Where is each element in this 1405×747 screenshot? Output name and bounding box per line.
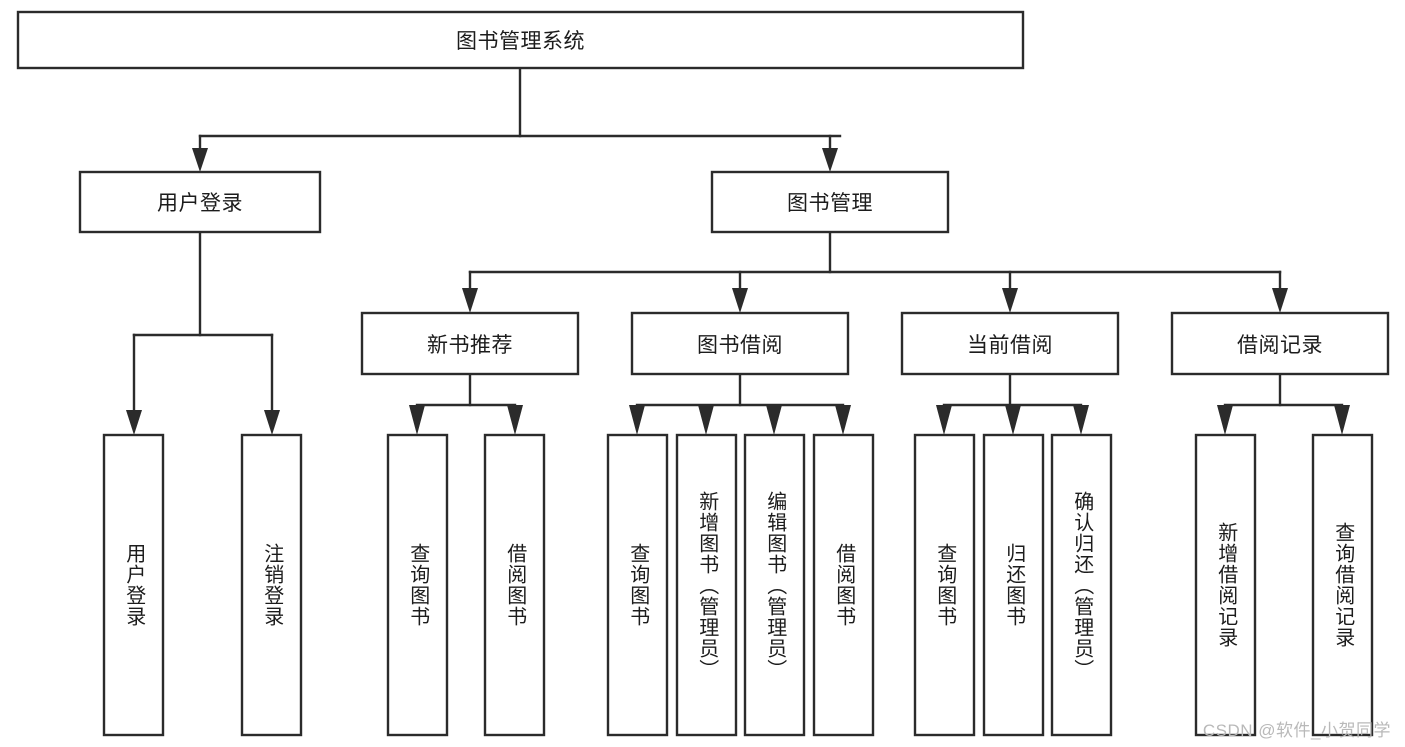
node-box-new-book-rec[interactable]	[360, 311, 580, 376]
node-box-book-manage[interactable]	[710, 170, 950, 234]
connector-group-book-borrow	[629, 372, 851, 435]
connector-group-borrow-record	[1217, 372, 1350, 435]
arrowhead-leaf-confirm-return	[1073, 405, 1089, 435]
node-box-leaf-edit-book[interactable]	[743, 433, 806, 737]
node-box-leaf-query-book-3[interactable]	[913, 433, 976, 737]
arrowhead-new-book-rec	[462, 288, 478, 313]
connector-group-new-book-rec	[409, 372, 523, 435]
connector-group-book-manage	[462, 230, 1288, 313]
node-box-book-borrow[interactable]	[630, 311, 850, 376]
node-box-leaf-query-record[interactable]	[1311, 433, 1374, 737]
arrowhead-leaf-borrow-book-2	[835, 405, 851, 435]
node-box-user-login[interactable]	[78, 170, 322, 234]
arrowhead-leaf-query-book-3	[936, 405, 952, 435]
csdn-watermark: CSDN @软件_小贺同学	[1202, 721, 1391, 740]
node-box-leaf-borrow-book-2[interactable]	[812, 433, 875, 737]
arrowhead-borrow-record	[1272, 288, 1288, 313]
arrowhead-leaf-logout	[264, 410, 280, 435]
node-box-leaf-add-record[interactable]	[1194, 433, 1257, 737]
arrowhead-leaf-query-book-2	[629, 405, 645, 435]
arrowhead-leaf-query-book-1	[409, 405, 425, 435]
node-box-leaf-user-login[interactable]	[102, 433, 165, 737]
arrowhead-book-borrow	[732, 288, 748, 313]
arrowhead-leaf-borrow-book-1	[507, 405, 523, 435]
connector-group-root	[192, 66, 842, 172]
node-box-leaf-query-book-1[interactable]	[386, 433, 449, 737]
node-box-leaf-query-book-2[interactable]	[606, 433, 669, 737]
arrowhead-leaf-edit-book	[766, 405, 782, 435]
node-box-leaf-add-book[interactable]	[675, 433, 738, 737]
node-box-borrow-record[interactable]	[1170, 311, 1390, 376]
arrowhead-current-borrow	[1002, 288, 1018, 313]
connector-group-user-login	[126, 230, 280, 435]
node-box-current-borrow[interactable]	[900, 311, 1120, 376]
arrowhead-leaf-user-login	[126, 410, 142, 435]
arrowhead-user-login	[192, 148, 208, 172]
connector-group-current-borrow	[936, 372, 1089, 435]
node-box-root[interactable]	[16, 10, 1025, 70]
arrowhead-leaf-query-record	[1334, 405, 1350, 435]
arrowhead-leaf-return-book	[1005, 405, 1021, 435]
arrowhead-leaf-add-book	[698, 405, 714, 435]
node-box-leaf-borrow-book-1[interactable]	[483, 433, 546, 737]
arrowhead-book-manage	[822, 148, 838, 172]
arrowhead-leaf-add-record	[1217, 405, 1233, 435]
node-box-leaf-return-book[interactable]	[982, 433, 1045, 737]
node-box-leaf-confirm-return[interactable]	[1050, 433, 1113, 737]
node-box-leaf-logout[interactable]	[240, 433, 303, 737]
